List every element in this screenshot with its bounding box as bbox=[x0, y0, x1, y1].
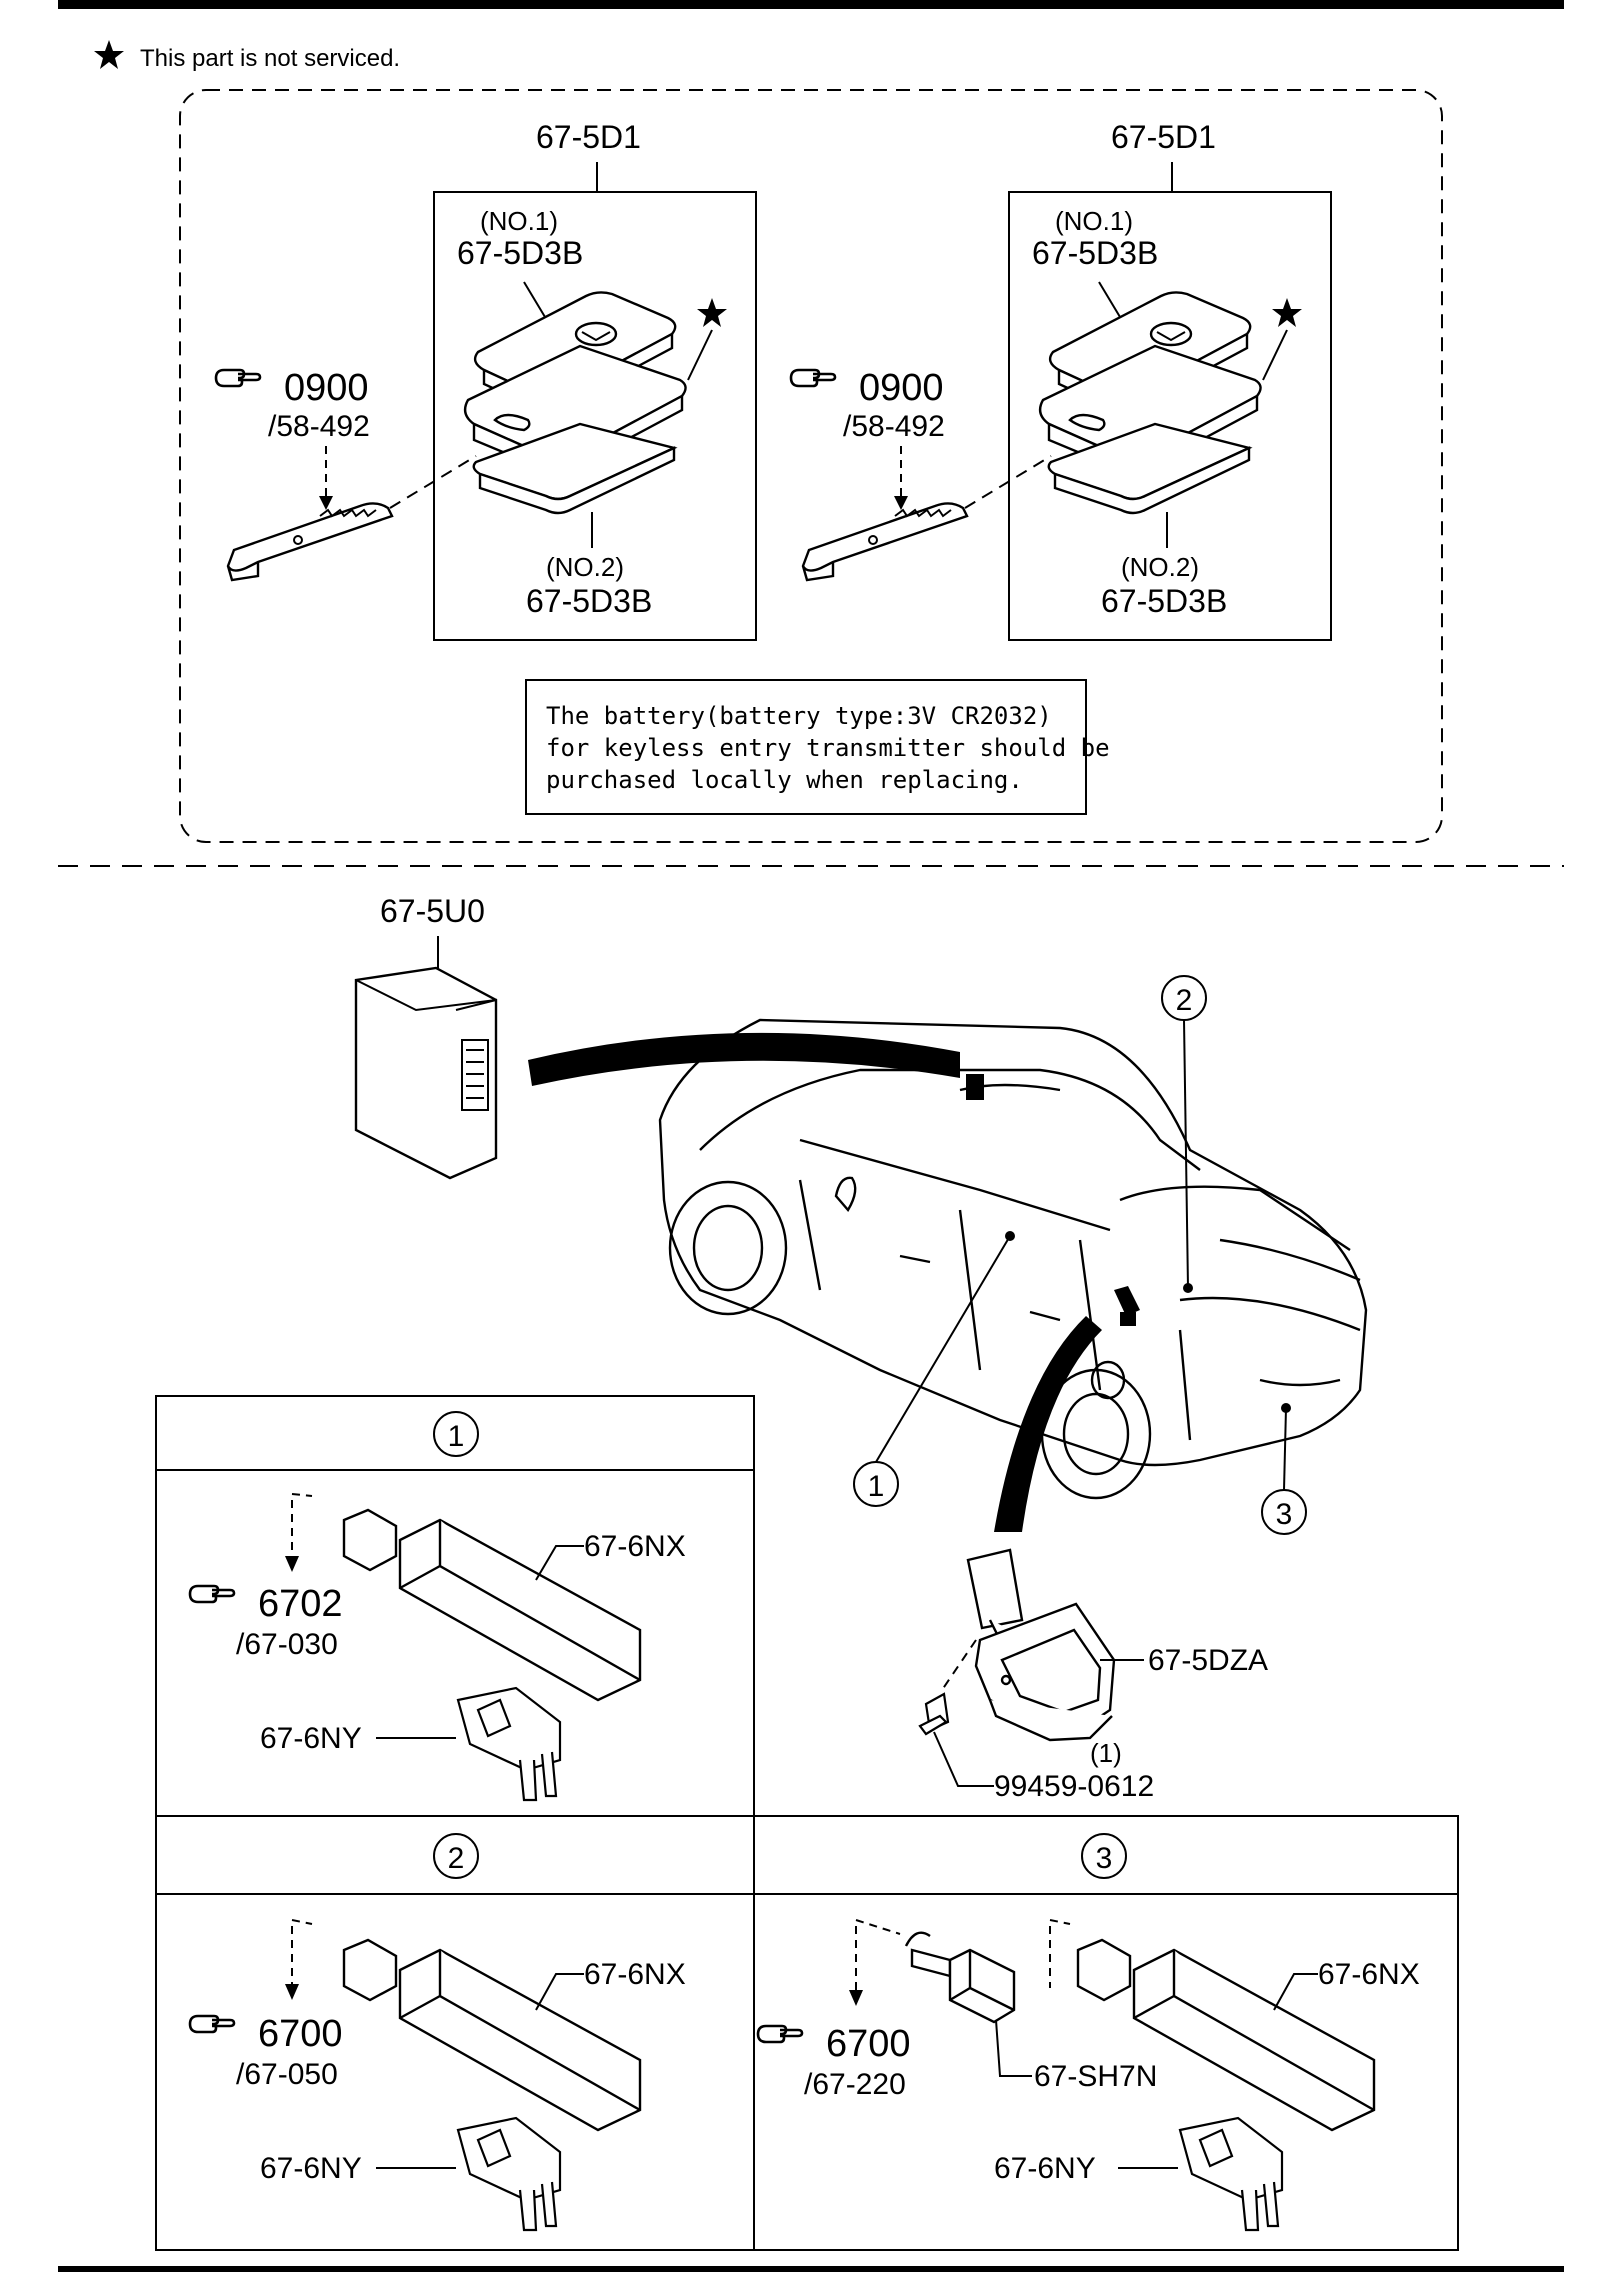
detail-3-bracket-label: 67-6NY bbox=[994, 2152, 1096, 2185]
detail-1-bracket-label: 67-6NY bbox=[260, 1722, 362, 1755]
callout-2-label: 2 bbox=[1176, 984, 1193, 1017]
upper-note: (NO.1) bbox=[480, 206, 558, 236]
detail-2-ref-number: 6700 bbox=[258, 2013, 343, 2055]
star-icon bbox=[94, 40, 124, 69]
antenna-bracket-icon bbox=[456, 1686, 562, 1802]
connector-icon bbox=[904, 1931, 1016, 2024]
detail-3-ref-number: 6700 bbox=[826, 2023, 911, 2065]
callout-3-label: 3 bbox=[1276, 1498, 1293, 1531]
detail-2-callout: 2 bbox=[448, 1842, 465, 1875]
assembly-label: 67-5D1 bbox=[536, 119, 641, 155]
lower-part-label: 67-5D3B bbox=[526, 583, 652, 619]
antenna-bracket-icon bbox=[1178, 2116, 1284, 2232]
transmitter-lower-case-icon bbox=[472, 422, 678, 515]
lower-part-label: 67-5D3B bbox=[1101, 583, 1227, 619]
antenna-unit-label: 67-5DZA bbox=[1148, 1644, 1268, 1677]
assembly-label: 67-5D1 bbox=[1111, 119, 1216, 155]
bolt-qty: (1) bbox=[1090, 1738, 1122, 1768]
bolt-label: 99459-0612 bbox=[994, 1770, 1154, 1803]
vehicle-view: 67-5U0 bbox=[354, 893, 1368, 1803]
keyless-control-module-icon bbox=[354, 966, 498, 1180]
detail-3-antenna-label: 67-6NX bbox=[1318, 1958, 1420, 1991]
keyless-transmitter-frame bbox=[179, 89, 1443, 843]
upper-part-label: 67-5D3B bbox=[1032, 235, 1158, 271]
door-antenna-icon bbox=[342, 1938, 642, 2132]
bumper-antenna-icon bbox=[1076, 1938, 1376, 2132]
detail-1-panel: 1 67-6NX 6702 /67-030 67-6NY bbox=[188, 1411, 686, 1802]
detail-3-callout: 3 bbox=[1096, 1842, 1113, 1875]
battery-note-line-1: The battery(battery type:3V CR2032) bbox=[546, 702, 1052, 730]
transmitter-group-right: 67-5D1 (NO.1) 67-5D3B (NO.2) 67-5D3B 090… bbox=[789, 119, 1332, 641]
assembly-box bbox=[1008, 191, 1332, 641]
battery-note: The battery(battery type:3V CR2032) for … bbox=[525, 679, 1110, 815]
callout-1-marker bbox=[853, 1461, 899, 1507]
callout-1-label: 1 bbox=[868, 1470, 885, 1503]
upper-note: (NO.1) bbox=[1055, 206, 1133, 236]
pointing-hand-icon bbox=[188, 1584, 236, 1604]
pointing-hand-icon bbox=[789, 368, 837, 388]
top-rule bbox=[58, 0, 1564, 9]
ref-page: /58-492 bbox=[268, 410, 370, 443]
detail-3-panel: 3 67-SH7N 6700 /67-220 67-6NX bbox=[756, 1833, 1420, 2232]
detail-1-ref-page: /67-030 bbox=[236, 1628, 338, 1661]
bolt-icon bbox=[918, 1692, 950, 1736]
legend: This part is not serviced. bbox=[94, 40, 400, 72]
pointing-hand-icon bbox=[756, 2024, 804, 2044]
upper-part-label: 67-5D3B bbox=[457, 235, 583, 271]
pointing-hand-icon bbox=[188, 2014, 236, 2034]
car-icon bbox=[658, 1018, 1368, 1500]
detail-2-bracket-label: 67-6NY bbox=[260, 2152, 362, 2185]
detail-2-ref-page: /67-050 bbox=[236, 2058, 338, 2091]
ref-page: /58-492 bbox=[843, 410, 945, 443]
detail-table bbox=[155, 1395, 1459, 2251]
star-icon bbox=[1272, 298, 1302, 327]
pointing-hand-icon bbox=[214, 368, 262, 388]
key-blade-icon bbox=[801, 502, 969, 582]
ref-number: 0900 bbox=[859, 367, 944, 409]
legend-text: This part is not serviced. bbox=[140, 45, 400, 72]
callout-3-marker bbox=[1261, 1489, 1307, 1535]
transmitter-lower-case-icon bbox=[1047, 422, 1253, 515]
callout-2-marker bbox=[1161, 975, 1207, 1021]
lower-note: (NO.2) bbox=[1121, 552, 1199, 582]
transmitter-group-left: 67-5D1 (NO.1) 67-5D3B (NO.2) 67-5D3B bbox=[214, 119, 757, 641]
detail-3-connector-label: 67-SH7N bbox=[1034, 2060, 1157, 2093]
star-icon bbox=[697, 298, 727, 327]
detail-1-callout: 1 bbox=[448, 1420, 465, 1453]
rear-antenna-unit-icon bbox=[966, 1548, 1116, 1742]
detail-1-ref-number: 6702 bbox=[258, 1583, 343, 1625]
battery-note-line-3: purchased locally when replacing. bbox=[546, 766, 1023, 794]
ref-number: 0900 bbox=[284, 367, 369, 409]
module-location-marker bbox=[966, 1074, 984, 1100]
detail-3-ref-page: /67-220 bbox=[804, 2068, 906, 2101]
assembly-box bbox=[433, 191, 757, 641]
detail-2-panel: 2 67-6NX 6700 /67-050 67-6NY bbox=[188, 1833, 686, 2232]
antenna-bracket-icon bbox=[456, 2116, 562, 2232]
control-unit-label: 67-5U0 bbox=[380, 893, 485, 929]
detail-2-antenna-label: 67-6NX bbox=[584, 1958, 686, 1991]
lower-note: (NO.2) bbox=[546, 552, 624, 582]
detail-1-antenna-label: 67-6NX bbox=[584, 1530, 686, 1563]
bottom-rule bbox=[58, 2266, 1564, 2272]
battery-note-line-2: for keyless entry transmitter should be bbox=[546, 734, 1110, 762]
key-blade-icon bbox=[226, 502, 394, 582]
door-antenna-icon bbox=[342, 1508, 642, 1702]
